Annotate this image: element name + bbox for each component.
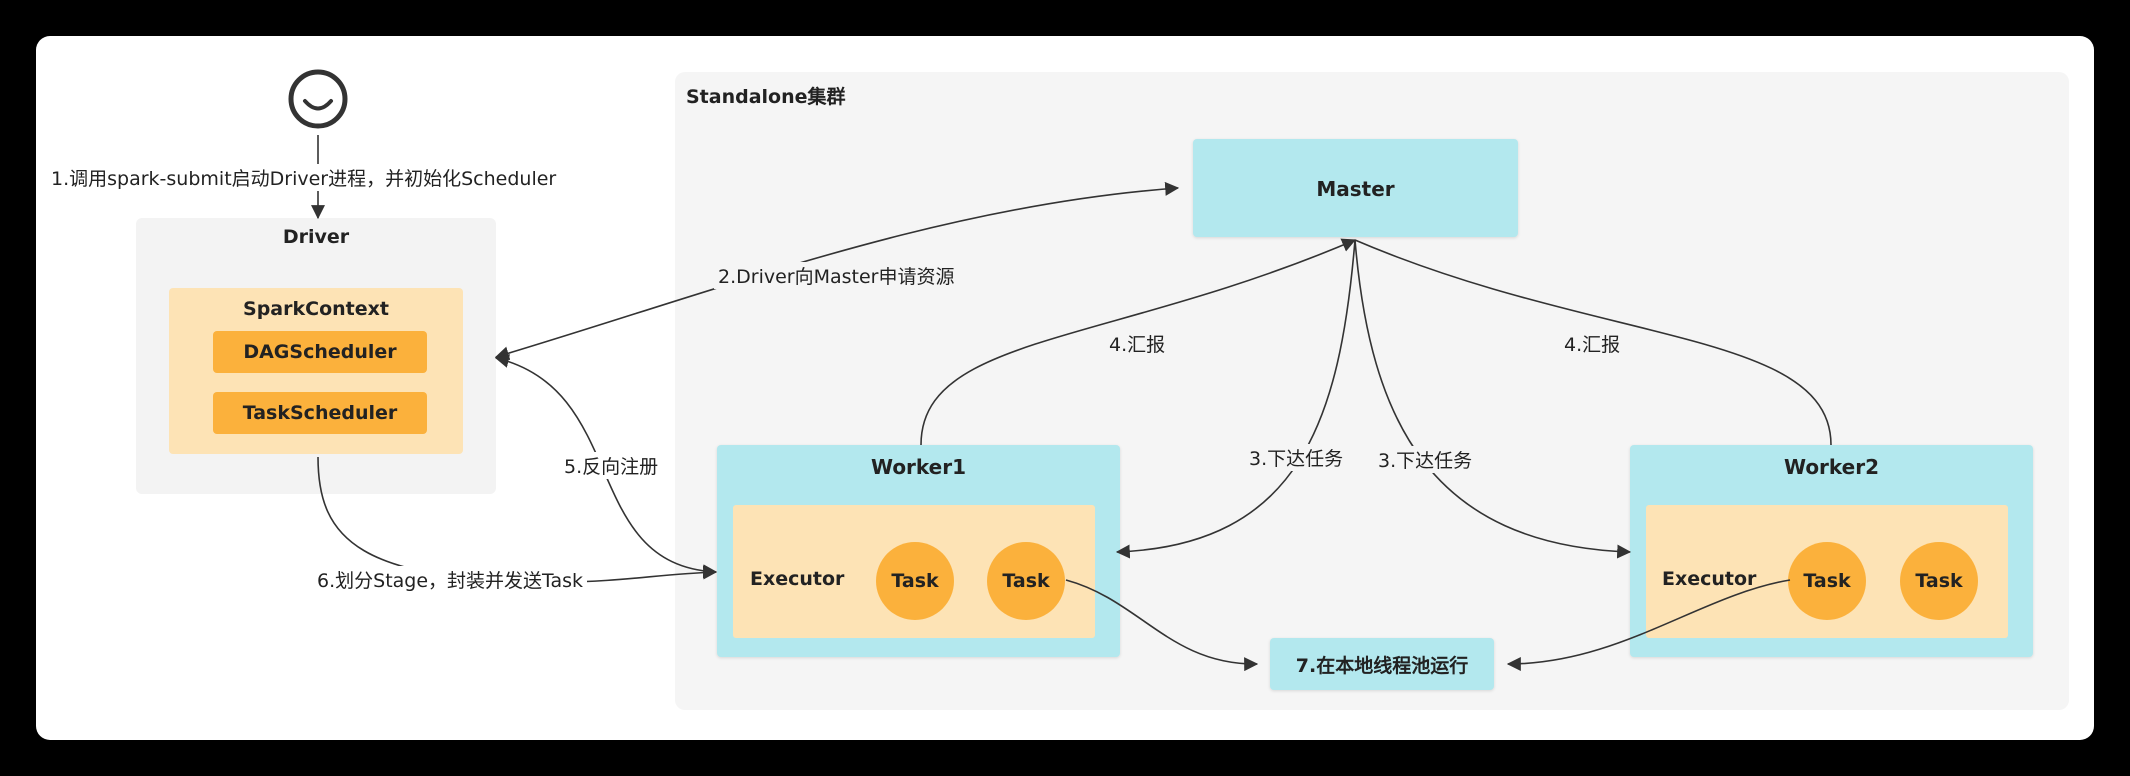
edge-label-register: 5.反向注册 — [560, 452, 663, 479]
dag-scheduler-node: DAGScheduler — [213, 331, 427, 373]
worker2-task: Task — [1900, 542, 1978, 620]
worker1-label: Worker1 — [870, 455, 967, 479]
edge-request — [494, 181, 1180, 361]
thread-pool-node — [1270, 638, 1494, 690]
edge-label-submit: 1.调用spark-submit启动Driver进程，并初始化Scheduler — [47, 164, 561, 191]
edge-label-dispatch: 6.划分Stage，封装并发送Task — [313, 566, 588, 593]
edge-assign-left — [1115, 239, 1356, 559]
worker1-executor-label: Executor — [750, 568, 845, 590]
edge-assign-right — [1354, 239, 1632, 559]
worker2-label: Worker2 — [1783, 455, 1880, 479]
worker2-executor-label: Executor — [1662, 568, 1757, 590]
worker1-task: Task — [876, 542, 954, 620]
edge-label-report-left: 4.汇报 — [1105, 330, 1170, 357]
edge-label-assign-right: 3.下达任务 — [1374, 446, 1477, 473]
edge-label-request: 2.Driver向Master申请资源 — [714, 262, 959, 289]
worker1-task: Task — [987, 542, 1065, 620]
cluster-title: Standalone集群 — [686, 86, 846, 108]
thread-pool-label: 7.在本地线程池运行 — [1295, 654, 1469, 677]
edge-label-assign-left: 3.下达任务 — [1245, 444, 1348, 471]
driver-title: Driver — [282, 226, 350, 248]
task-scheduler-node: TaskScheduler — [213, 392, 427, 434]
edge-run-right — [1506, 579, 1791, 671]
edge-report-left — [920, 238, 1357, 446]
worker2-task: Task — [1788, 542, 1866, 620]
spark-context-title: SparkContext — [243, 298, 389, 320]
master-label: Master — [1316, 177, 1395, 201]
edge-report-right — [1354, 239, 1832, 446]
edge-label-report-right: 4.汇报 — [1560, 330, 1625, 357]
edge-run-left — [1065, 579, 1259, 672]
user-icon — [288, 69, 348, 129]
master-node — [1193, 139, 1518, 237]
